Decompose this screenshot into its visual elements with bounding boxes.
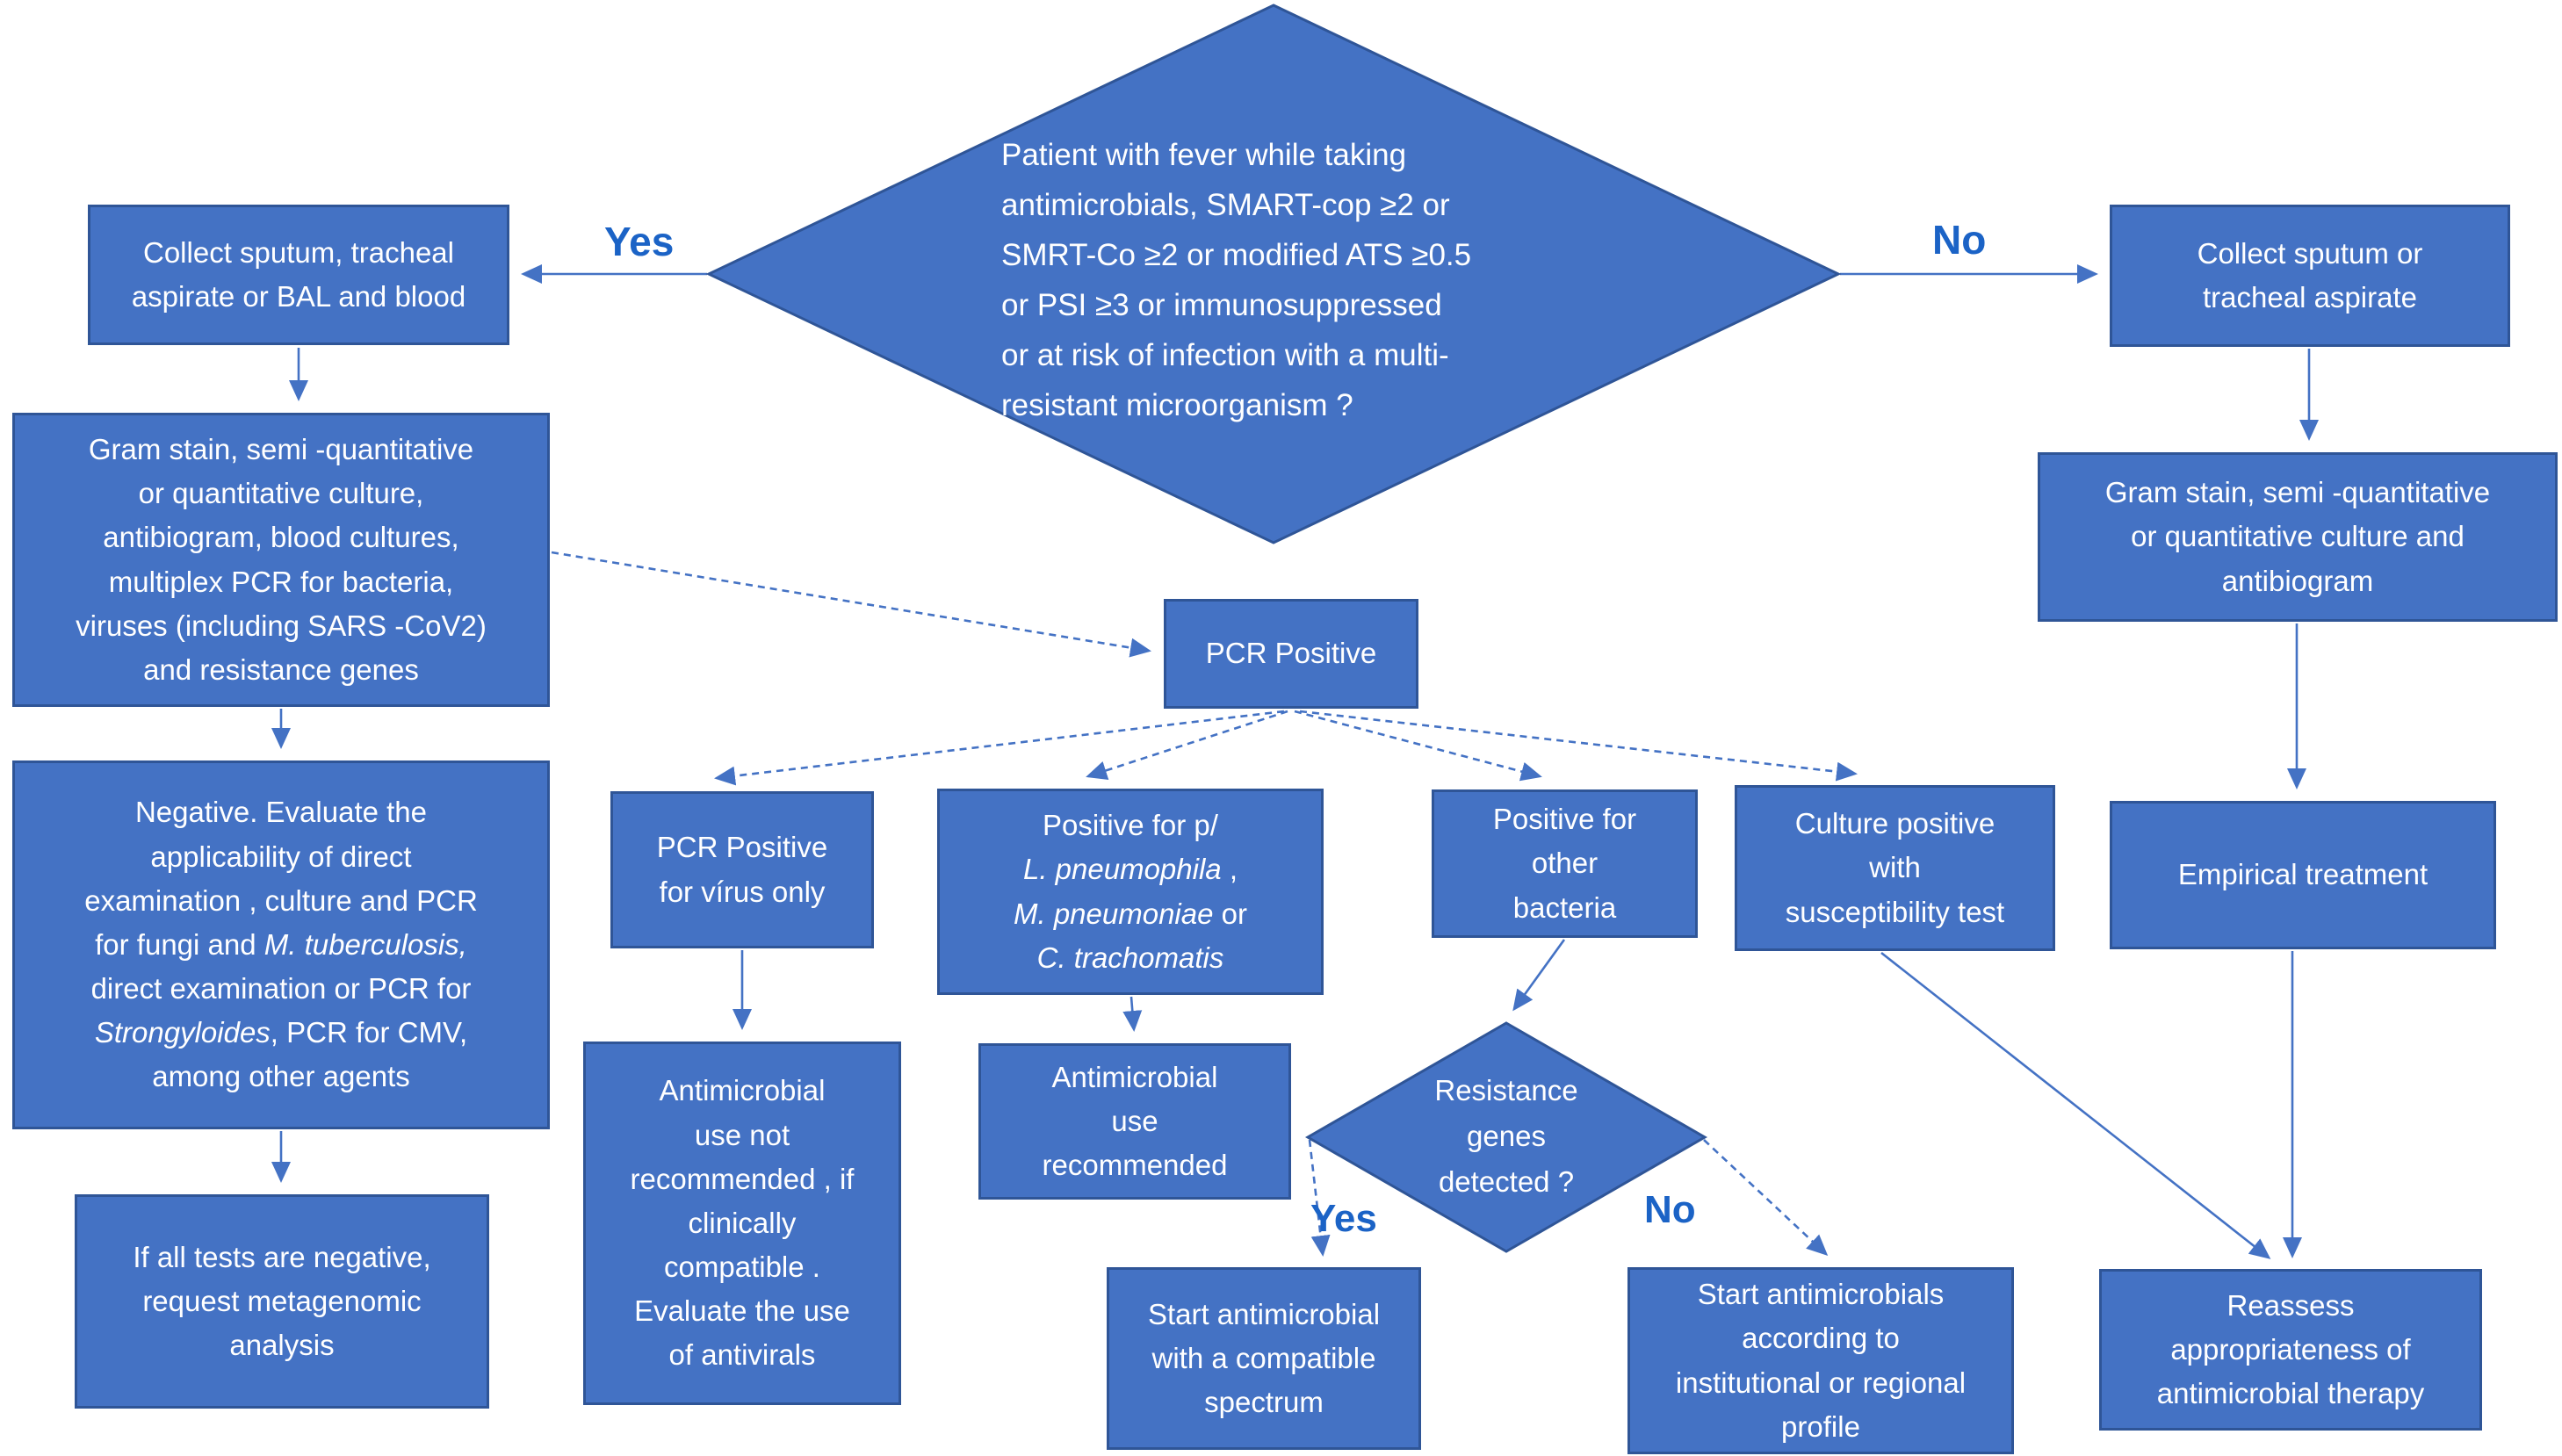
negative-evaluate-part: direct examination or PCR for (90, 972, 472, 1006)
node-positive-other-bacteria: Positive for other bacteria (1432, 789, 1698, 938)
positive-atypical-part: , (1229, 853, 1238, 886)
negative-evaluate-part-italic: Strongyloides (94, 1016, 271, 1049)
node-gram-stain-left-text: Gram stain, semi -quantitative or quanti… (76, 433, 487, 686)
flow-arrows (271, 264, 2319, 1259)
node-culture-positive: Culture positive with susceptibility tes… (1735, 785, 2055, 951)
no-label-main: No (1932, 217, 1987, 263)
node-start-institutional-profile-text: Start antimicrobials according to instit… (1675, 1278, 1967, 1443)
node-antimicrobial-recommended: Antimicrobial use recommended (978, 1043, 1291, 1200)
main-decision-diamond (705, 4, 1842, 544)
node-positive-atypical: Positive for p/ L. pneumophila , M. pneu… (937, 789, 1324, 995)
node-collect-bal-text: Collect sputum, tracheal aspirate or BAL… (131, 235, 466, 313)
node-start-compatible-spectrum-text: Start antimicrobial with a compatible sp… (1147, 1297, 1381, 1419)
node-reassess: Reassess appropriateness of antimicrobia… (2099, 1269, 2482, 1431)
negative-evaluate-part: , PCR for CMV, among other agents (152, 1016, 468, 1093)
node-pcr-virus-only: PCR Positive for vírus only (610, 791, 874, 948)
resistance-decision-text: Resistance genes detected ? (1434, 1074, 1578, 1198)
node-pcr-positive-text: PCR Positive (1205, 637, 1377, 670)
main-decision-text: Patient with fever while taking antimicr… (1001, 138, 1472, 422)
node-start-institutional-profile: Start antimicrobials according to instit… (1627, 1267, 2014, 1454)
node-culture-positive-text: Culture positive with susceptibility tes… (1785, 807, 2005, 928)
node-positive-atypical-text: Positive for p/ L. pneumophila , M. pneu… (1014, 804, 1247, 980)
node-pcr-positive: PCR Positive (1164, 599, 1418, 709)
node-negative-evaluate-text: Negative. Evaluate the applicability of … (84, 790, 478, 1099)
node-antimicrobial-not-recommended: Antimicrobial use not recommended , if c… (583, 1042, 901, 1405)
node-positive-other-bacteria-text: Positive for other bacteria (1492, 803, 1637, 924)
negative-evaluate-part: Negative. Evaluate the applicability of … (84, 796, 478, 961)
node-metagenomic: If all tests are negative, request metag… (75, 1194, 489, 1409)
node-gram-stain-right-text: Gram stain, semi -quantitative or quanti… (2104, 476, 2491, 597)
node-collect-sputum: Collect sputum or tracheal aspirate (2110, 205, 2510, 347)
yes-label-main: Yes (604, 219, 675, 264)
node-antimicrobial-not-recommended-text: Antimicrobial use not recommended , if c… (630, 1074, 855, 1372)
node-antimicrobial-recommended-text: Antimicrobial use recommended (1042, 1060, 1228, 1182)
positive-atypical-part-italic: C. trachomatis (1036, 941, 1224, 974)
node-pcr-virus-only-text: PCR Positive for vírus only (656, 831, 828, 908)
node-metagenomic-text: If all tests are negative, request metag… (133, 1240, 431, 1362)
yes-label-resistance: Yes (1310, 1197, 1377, 1240)
node-start-compatible-spectrum: Start antimicrobial with a compatible sp… (1107, 1267, 1421, 1450)
positive-atypical-part: or (1221, 897, 1247, 930)
node-reassess-text: Reassess appropriateness of antimicrobia… (2156, 1288, 2425, 1410)
node-empirical-treatment: Empirical treatment (2110, 801, 2496, 949)
decision-shapes (705, 4, 1842, 1253)
node-negative-evaluate: Negative. Evaluate the applicability of … (12, 760, 550, 1129)
resistance-decision-diamond (1304, 1021, 1708, 1253)
node-gram-stain-right: Gram stain, semi -quantitative or quanti… (2038, 452, 2558, 622)
positive-atypical-part-italic: M. pneumoniae (1014, 897, 1214, 930)
node-empirical-treatment-text: Empirical treatment (2177, 858, 2428, 891)
positive-atypical-part-italic: L. pneumophila (1022, 853, 1222, 886)
no-label-resistance: No (1644, 1188, 1696, 1231)
node-gram-stain-left: Gram stain, semi -quantitative or quanti… (12, 413, 550, 707)
positive-atypical-part: Positive for p/ (1043, 809, 1218, 842)
node-collect-bal: Collect sputum, tracheal aspirate or BAL… (88, 205, 509, 345)
node-collect-sputum-text: Collect sputum or tracheal aspirate (2197, 236, 2423, 314)
negative-evaluate-part-italic: M. tuberculosis, (263, 927, 467, 961)
